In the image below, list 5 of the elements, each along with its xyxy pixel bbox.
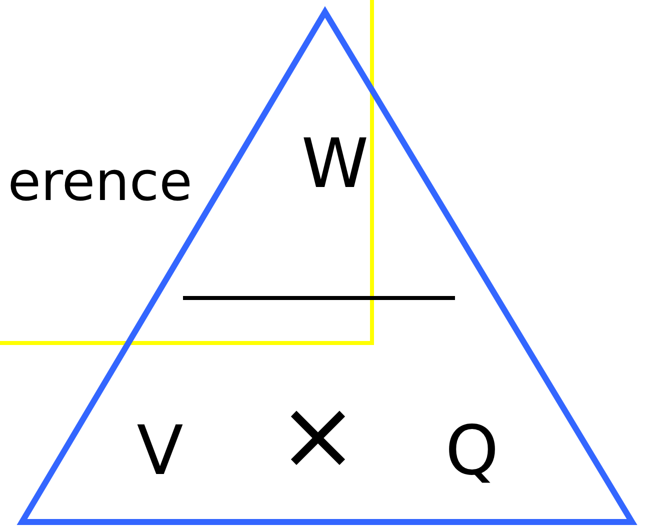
cropped-word: erence [8, 155, 192, 209]
numerator-symbol: W [301, 131, 369, 199]
factor-symbol: Q [445, 418, 499, 486]
multiplication-sign: × [278, 387, 358, 483]
factor-symbol: V [136, 418, 184, 486]
